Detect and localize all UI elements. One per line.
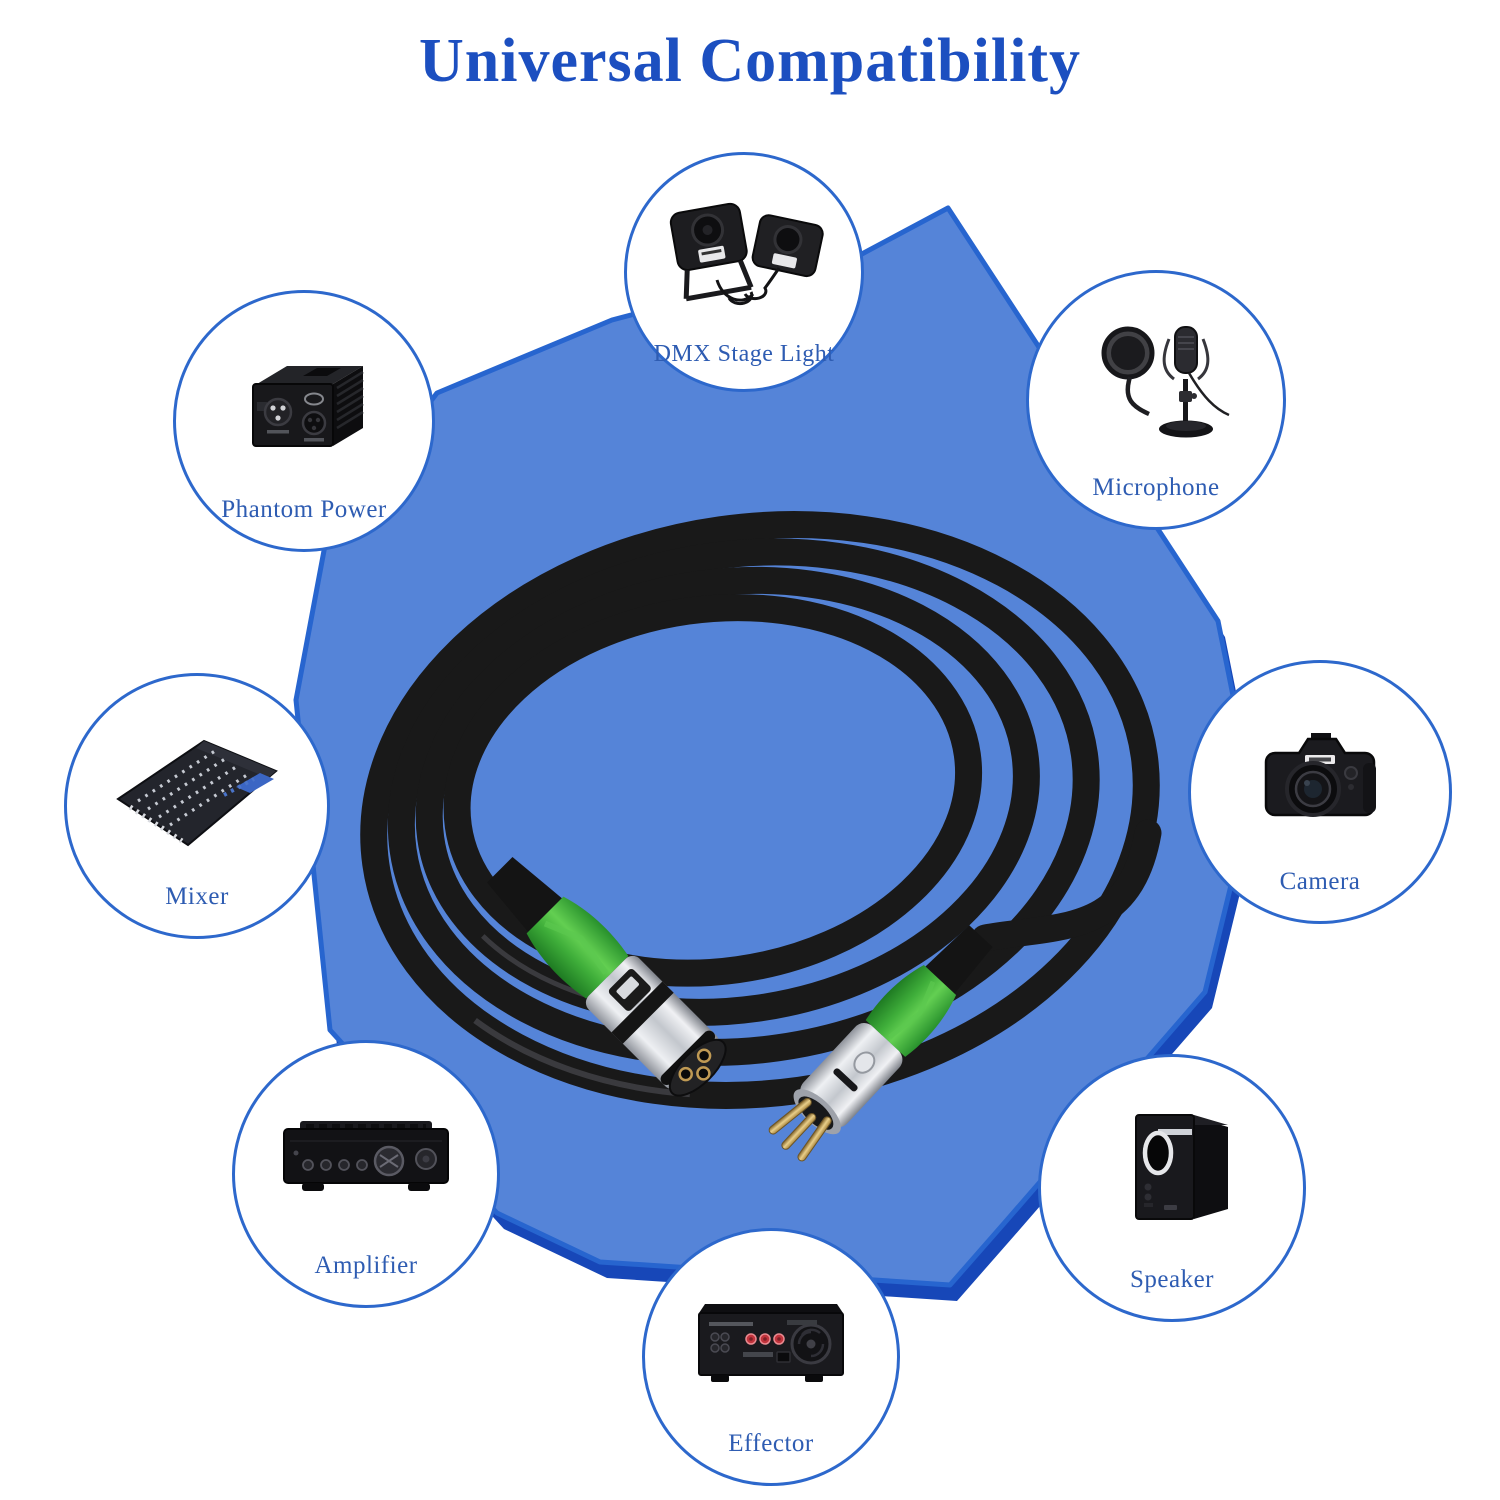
device-label: Speaker [1129, 1266, 1215, 1293]
device-circle-mixer: Mixer [64, 673, 330, 939]
device-label: Phantom Power [221, 496, 387, 523]
device-label: Mixer [165, 883, 229, 910]
effector-image [698, 1304, 844, 1382]
device-label: Camera [1279, 868, 1361, 895]
xlr-male-connector [768, 925, 993, 1162]
microphone-image [1101, 326, 1230, 438]
device-circle-microphone: Microphone [1026, 270, 1286, 530]
camera-image [1264, 733, 1376, 817]
device-circle-amplifier: Amplifier [232, 1040, 500, 1308]
xlr-female-connector [487, 857, 727, 1097]
device-circle-phantom-power: Phantom Power [173, 290, 435, 552]
device-label: Amplifier [314, 1252, 418, 1279]
amplifier-image [283, 1121, 449, 1191]
device-label: Microphone [1092, 474, 1220, 501]
device-label: Effector [728, 1430, 814, 1457]
device-circle-speaker: Speaker [1038, 1054, 1306, 1322]
dmx-stage-light-image [669, 202, 824, 305]
device-label: DMX Stage Light [653, 341, 835, 367]
mixer-image [116, 739, 278, 847]
page-title: Universal Compatibility [419, 27, 1081, 95]
speaker-image [1135, 1114, 1228, 1220]
device-circle-dmx-stage-light: DMX Stage Light [624, 152, 864, 392]
phantom-power-image [252, 366, 364, 447]
device-circle-camera: Camera [1188, 660, 1452, 924]
device-circle-effector: Effector [642, 1228, 900, 1486]
